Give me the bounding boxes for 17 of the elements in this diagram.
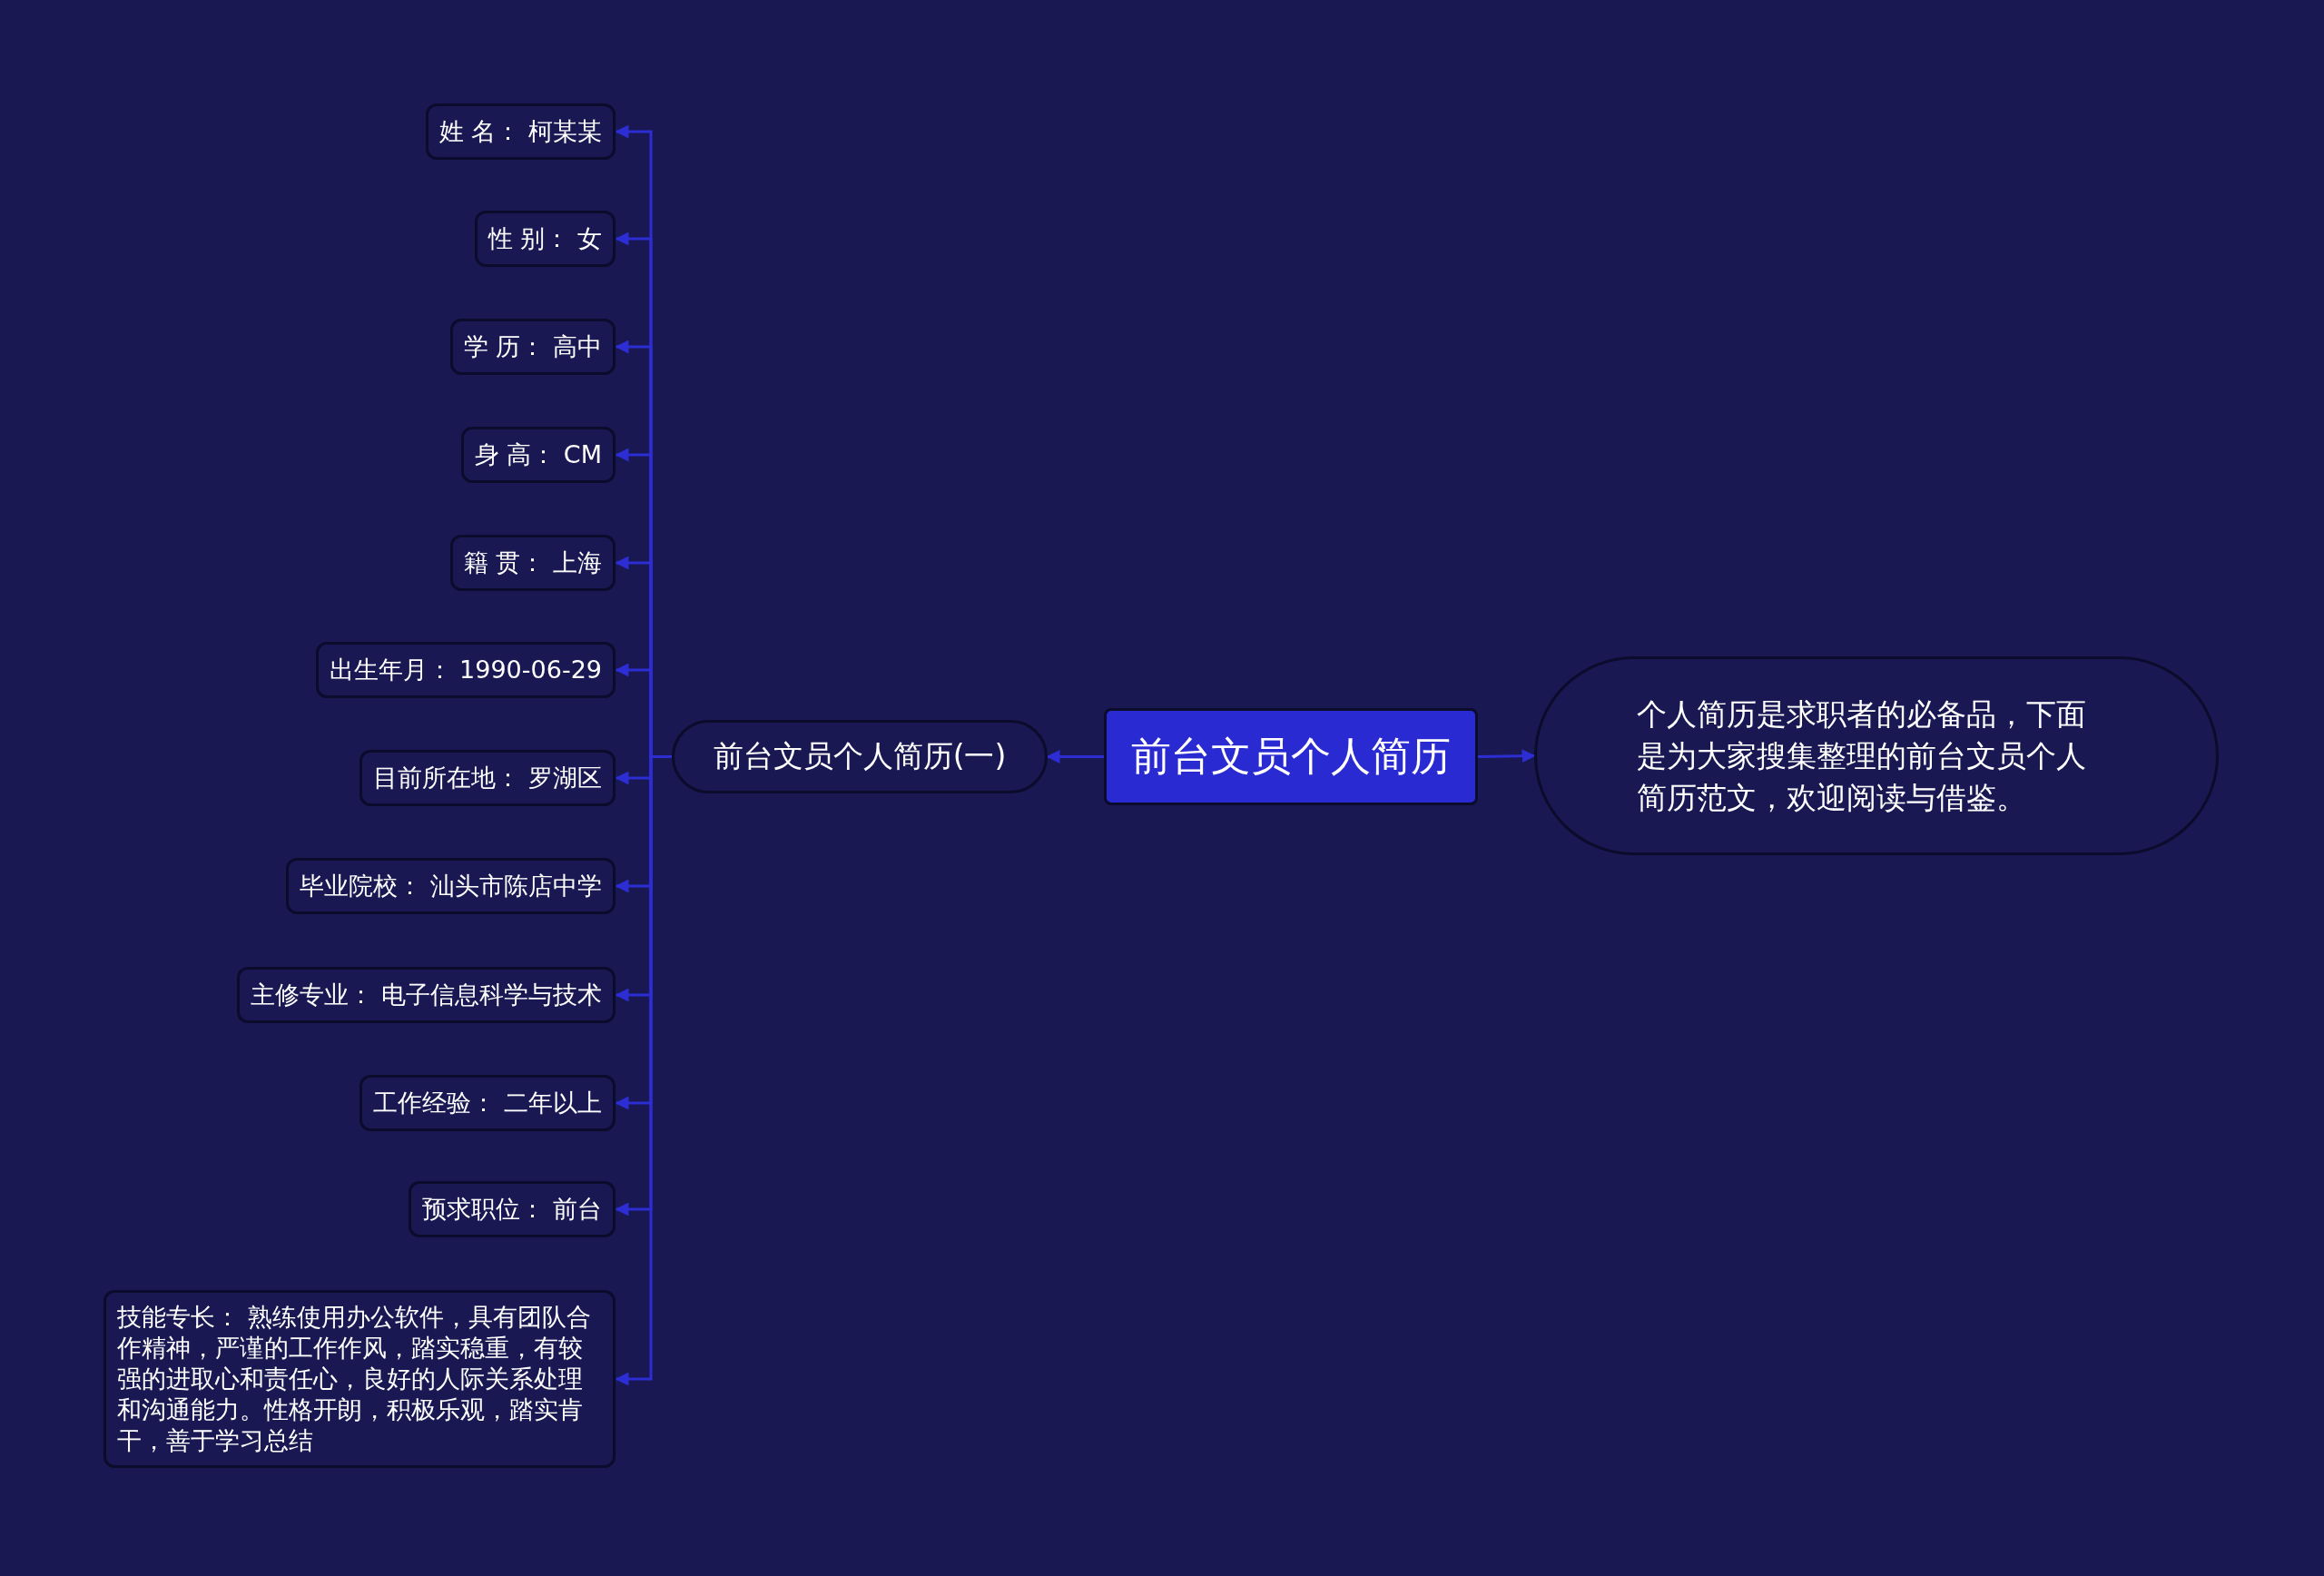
leaf-topic-box: 出生年月： 1990-06-29 xyxy=(315,642,615,698)
leaf-topic-box: 性 别： 女 xyxy=(474,211,615,267)
leaf-topic-box: 身 高： CM xyxy=(460,427,615,483)
connector-arrow xyxy=(1046,750,1104,763)
root-topic-box: 前台文员个人简历 xyxy=(1104,708,1478,805)
leaf-topic-box: 姓 名： 柯某某 xyxy=(425,103,615,160)
description-bubble: 个人简历是求职者的必备品，下面是为大家搜集整理的前台文员个人简历范文，欢迎阅读与借鉴。 xyxy=(1534,656,2219,855)
leaf-topic-box: 籍 贯： 上海 xyxy=(449,535,615,591)
branch-topic-box: 前台文员个人简历(一) xyxy=(672,720,1048,793)
leaf-topic-box: 预求职位： 前台 xyxy=(409,1181,615,1237)
leaf-topic-box: 主修专业： 电子信息科学与技术 xyxy=(237,967,615,1023)
leaf-topic-box: 目前所在地： 罗湖区 xyxy=(359,750,615,806)
connector-arrow xyxy=(1477,749,1536,763)
leaf-topic-box: 毕业院校： 汕头市陈店中学 xyxy=(286,858,615,914)
leaf-topic-box: 工作经验： 二年以上 xyxy=(359,1075,615,1131)
leaf-topic-box: 技能专长： 熟练使用办公软件，具有团队合作精神，严谨的工作作风，踏实稳重，有较强的进取心和责任心，良好的人际关系处理和沟通能力。性格开朗，积极乐观，踏实肯干，善于学习总结 xyxy=(103,1290,615,1468)
leaf-topic-box: 学 历： 高中 xyxy=(449,319,615,375)
